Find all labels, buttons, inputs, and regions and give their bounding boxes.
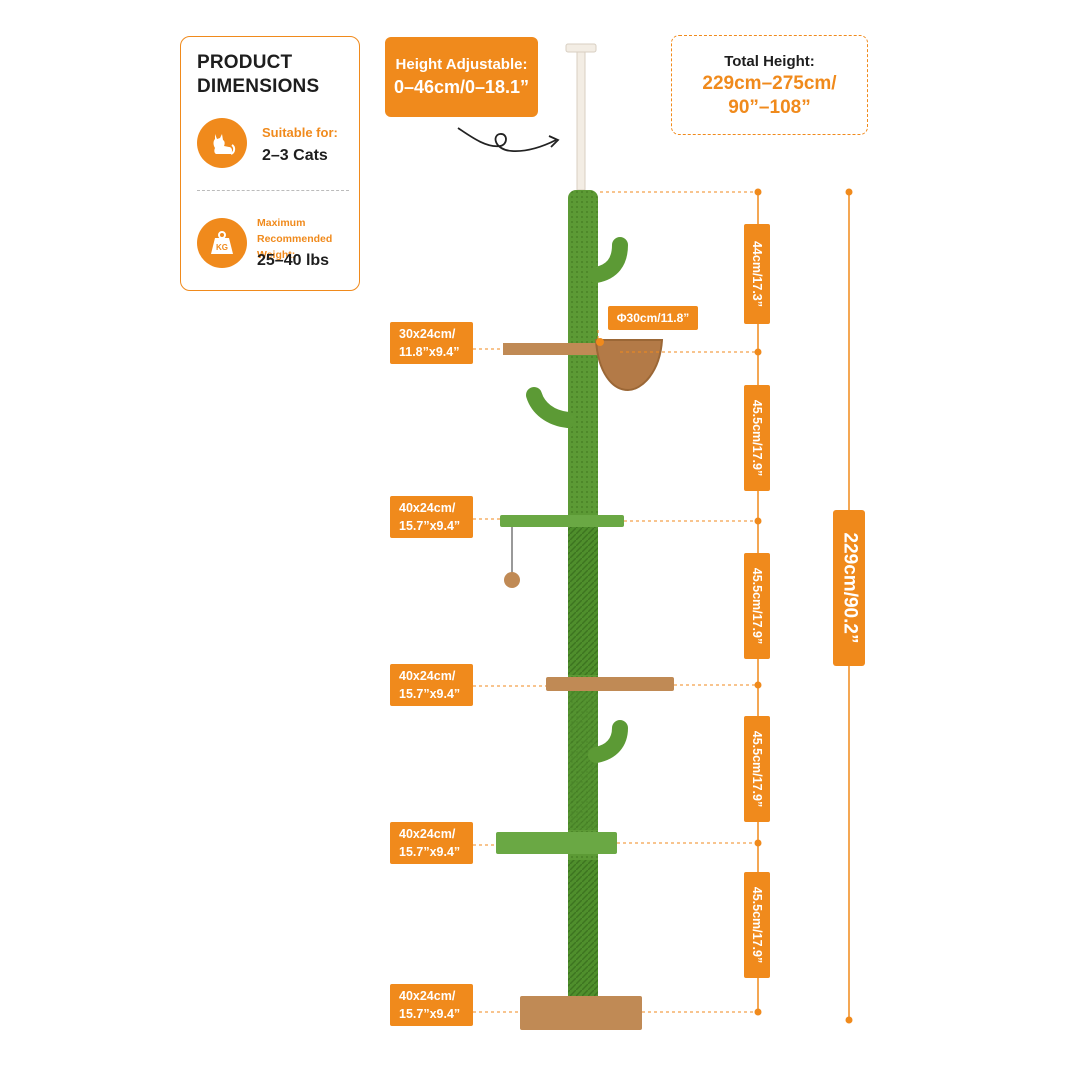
sisal-section: [568, 525, 598, 675]
weight-label: Maximum Recommended Weight:: [257, 215, 359, 263]
segment-height-text: 45.5cm/17.9”: [750, 730, 765, 808]
weight-label-line1: Maximum: [257, 217, 306, 229]
total-height-box: Total Height: 229cm–275cm/ 90”–108”: [671, 35, 868, 135]
weight-value: 25–40 lbs: [257, 252, 330, 269]
platform-4: [496, 832, 617, 854]
segment-height-label: 45.5cm/17.9”: [744, 385, 770, 491]
segment-height-label: 45.5cm/17.9”: [744, 716, 770, 822]
height-adjustable-box: Height Adjustable: 0–46cm/0–18.1”: [385, 37, 538, 117]
segment-height-text: 45.5cm/17.9”: [750, 886, 765, 964]
hammock-bowl: [594, 339, 664, 392]
platform-size-cm: 30x24cm/: [399, 327, 456, 341]
platform-size-in: 15.7”x9.4”: [399, 845, 461, 859]
card-title-line1: PRODUCT: [197, 52, 293, 73]
kg-icon-text: KG: [216, 243, 228, 252]
platform-1: [503, 343, 600, 355]
bowl-marker-dot: [596, 338, 604, 346]
total-height-range-in: 90”–108”: [728, 97, 811, 118]
weight-icon: KG: [197, 218, 247, 268]
overall-height-label: 229cm/90.2”: [833, 510, 865, 666]
segment-height-label: 45.5cm/17.9”: [744, 872, 770, 978]
card-title-line2: DIMENSIONS: [197, 76, 320, 97]
platform-size-in: 15.7”x9.4”: [399, 1007, 461, 1021]
platform-3: [546, 677, 674, 691]
bowl-diameter-label: Φ30cm/11.8”: [608, 306, 698, 330]
product-dimensions-card: PRODUCT DIMENSIONS Suitable for: 2–3 Cat…: [180, 36, 360, 291]
cat-icon: [197, 118, 247, 168]
overall-height-text: 229cm/90.2”: [839, 532, 861, 644]
segment-height-text: 45.5cm/17.9”: [750, 399, 765, 477]
base-platform: [520, 996, 642, 1030]
cactus-arm: [526, 387, 576, 428]
weight-label-line2: Recommended Weight:: [257, 233, 333, 261]
platform-size-cm: 40x24cm/: [399, 669, 456, 683]
platform-size-label: 40x24cm/ 15.7”x9.4”: [390, 664, 473, 706]
total-height-title: Total Height:: [724, 53, 815, 70]
platform-size-cm: 40x24cm/: [399, 501, 456, 515]
platform-size-in: 15.7”x9.4”: [399, 687, 461, 701]
suitable-label: Suitable for:: [262, 125, 338, 140]
platform-size-in: 11.8”x9.4”: [399, 345, 460, 359]
platform-size-label: 30x24cm/ 11.8”x9.4”: [390, 322, 473, 364]
ceiling-pole: [565, 43, 597, 191]
divider: [197, 190, 349, 191]
segment-height-text: 45.5cm/17.9”: [750, 567, 765, 645]
platform-size-in: 15.7”x9.4”: [399, 519, 461, 533]
height-adjustable-title: Height Adjustable:: [395, 56, 528, 73]
dimension-leaders: [473, 191, 758, 1013]
toy-ball: [504, 572, 520, 588]
cactus-arm: [588, 237, 628, 283]
card-title: PRODUCT DIMENSIONS: [197, 51, 319, 99]
suitable-value: 2–3 Cats: [262, 147, 328, 164]
segment-height-label: 45.5cm/17.9”: [744, 553, 770, 659]
platform-size-label: 40x24cm/ 15.7”x9.4”: [390, 496, 473, 538]
height-adjustable-range: 0–46cm/0–18.1”: [393, 77, 530, 97]
curly-arrow-icon: [457, 127, 560, 152]
platform-size-label: 40x24cm/ 15.7”x9.4”: [390, 822, 473, 864]
segment-height-text: 44cm/17.3”: [750, 240, 764, 308]
segment-height-label: 44cm/17.3”: [744, 224, 770, 324]
platform-size-label: 40x24cm/ 15.7”x9.4”: [390, 984, 473, 1026]
sisal-section: [568, 860, 598, 1000]
total-height-range-cm: 229cm–275cm/: [702, 73, 837, 94]
platform-2: [500, 515, 624, 527]
platform-size-cm: 40x24cm/: [399, 827, 456, 841]
cactus-arm: [588, 720, 628, 763]
platform-size-cm: 40x24cm/: [399, 989, 456, 1003]
